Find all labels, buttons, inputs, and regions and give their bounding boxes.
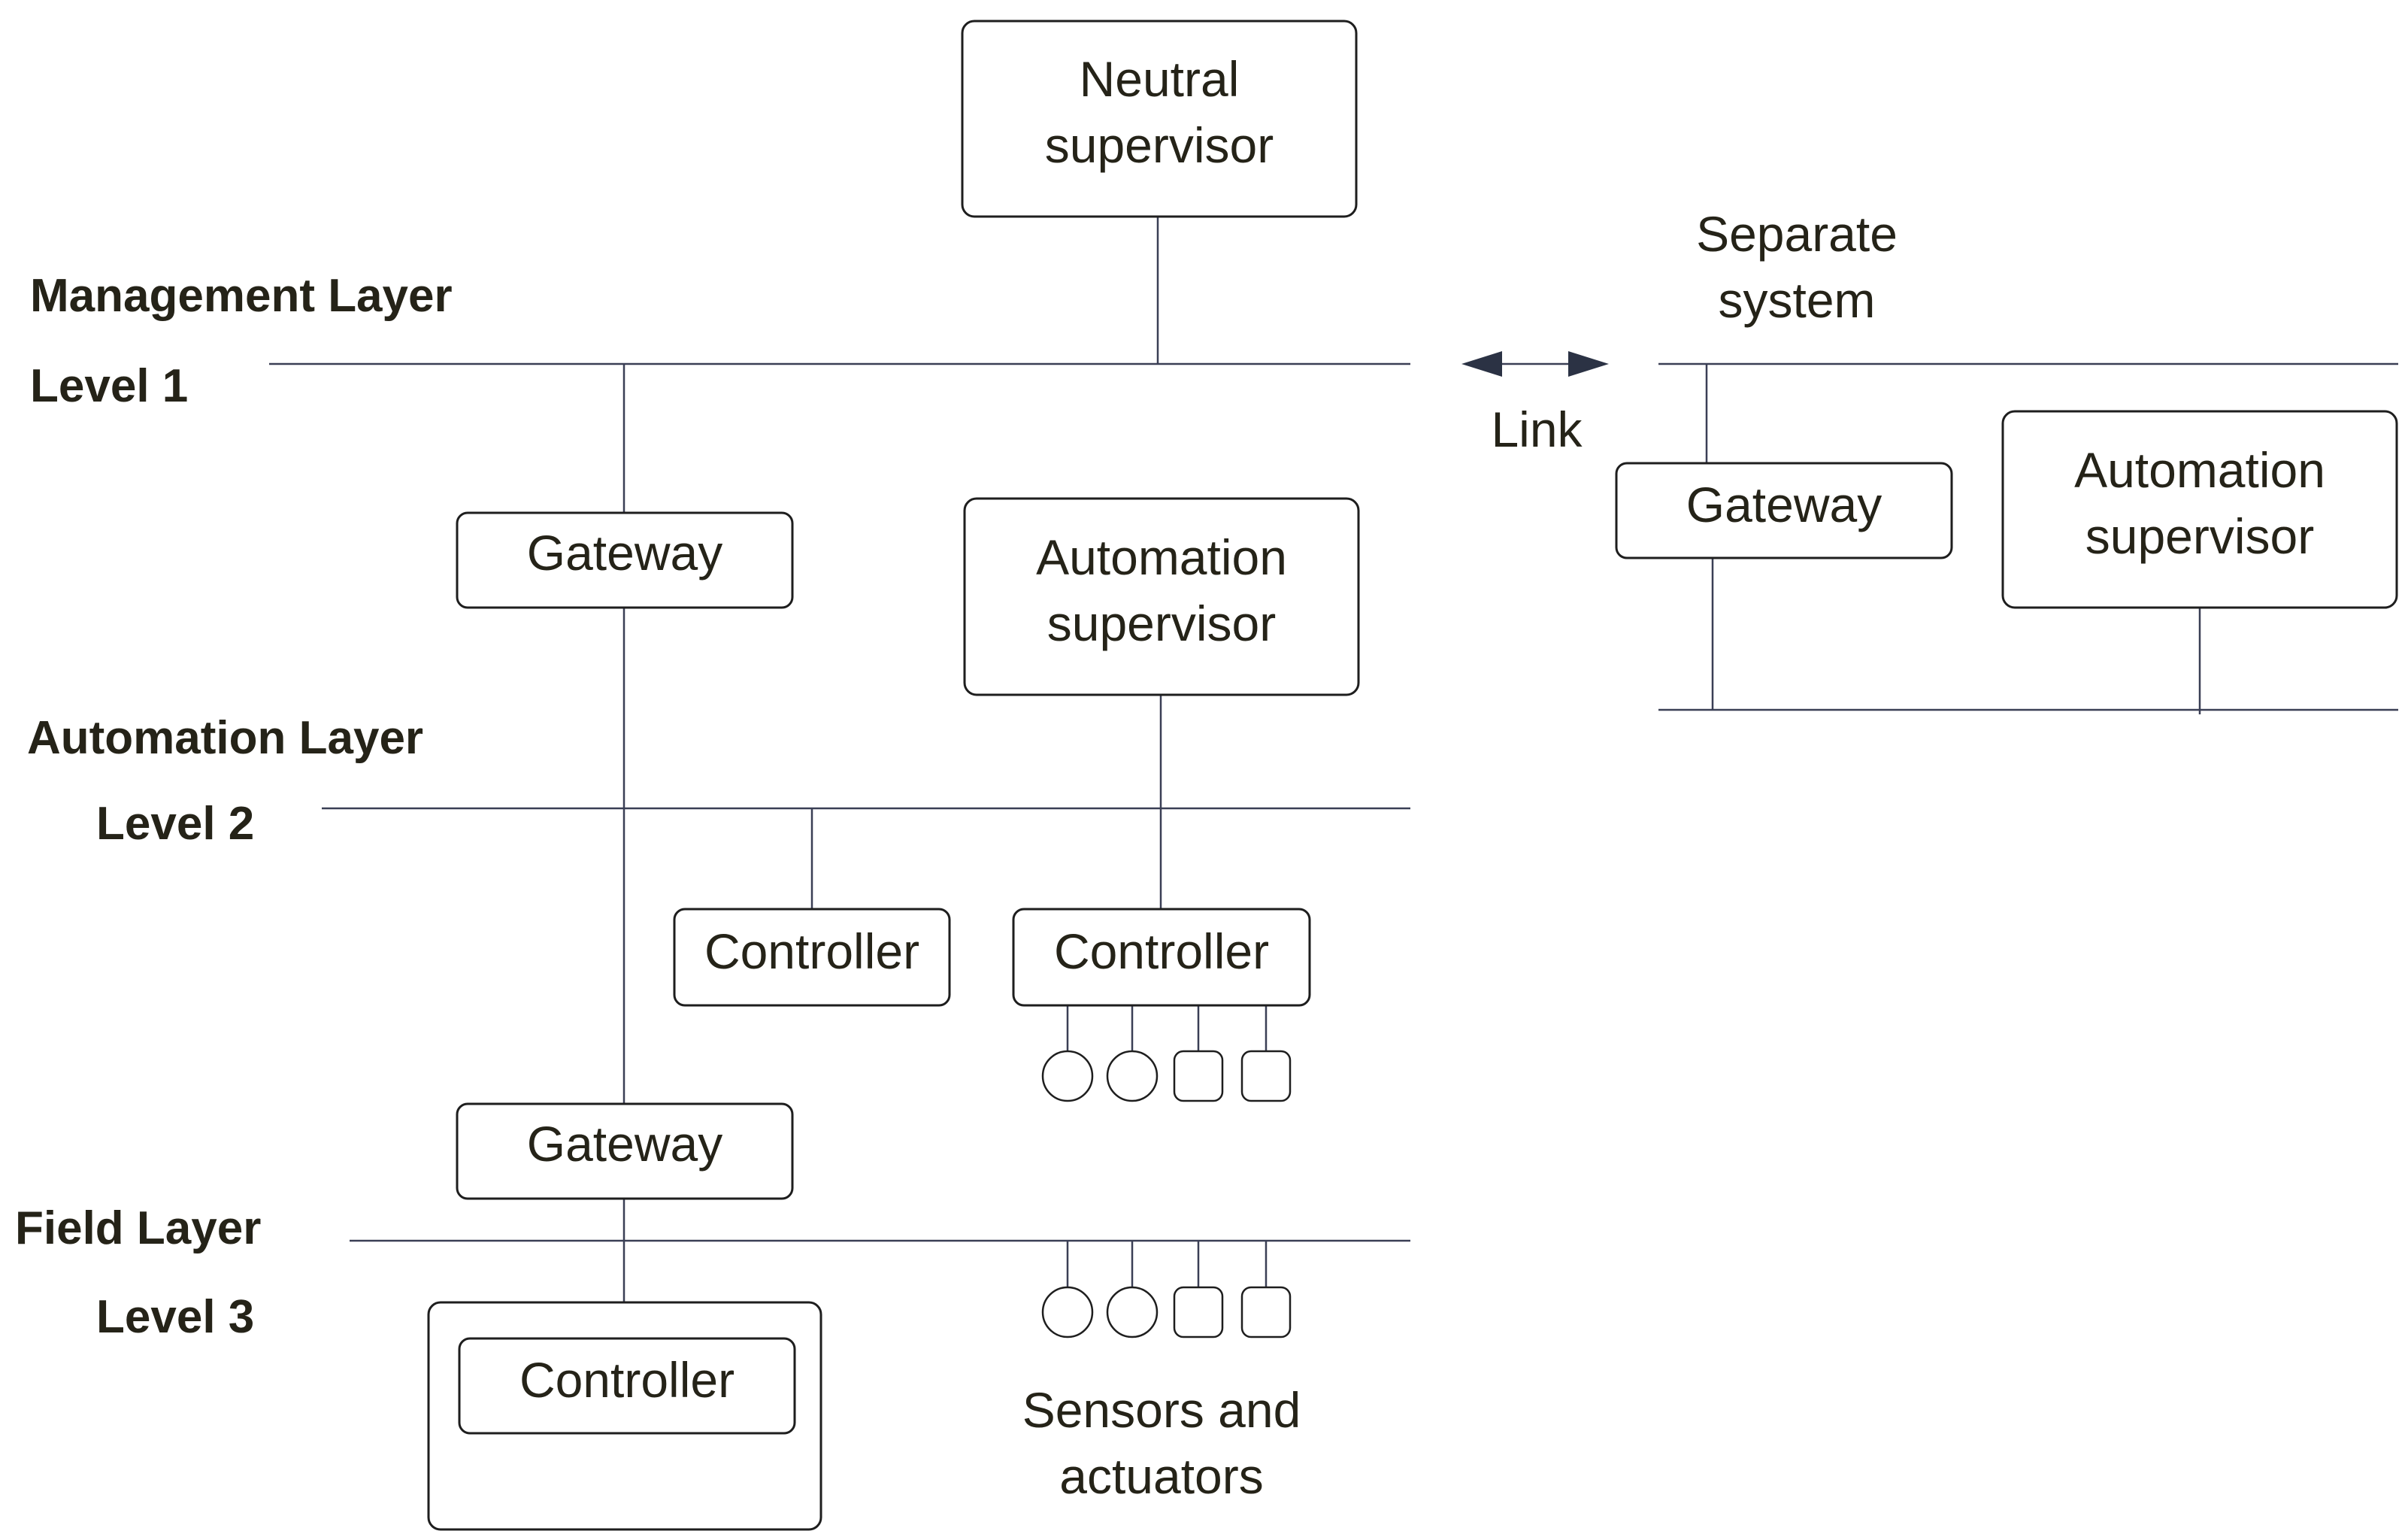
actuator-square bbox=[1240, 1286, 1292, 1338]
gateway-top-node: Gateway bbox=[456, 511, 794, 609]
neutral-supervisor-node: Neutral supervisor bbox=[961, 20, 1358, 218]
actuator-square bbox=[1173, 1286, 1224, 1338]
neutral-supervisor-label-line2: supervisor bbox=[1045, 117, 1274, 173]
sensor-circle bbox=[1106, 1050, 1159, 1102]
automation-supervisor-node: Automation supervisor bbox=[963, 497, 1360, 696]
field-controller-label: Controller bbox=[519, 1352, 735, 1408]
separate-automation-supervisor-node: Automation supervisor bbox=[2001, 410, 2398, 609]
field-controller-node: Controller bbox=[427, 1301, 822, 1531]
link-arrow bbox=[1461, 351, 1609, 377]
automation-supervisor-label-line2: supervisor bbox=[1047, 596, 1276, 651]
separate-supervisor-label-line1: Automation bbox=[2074, 442, 2325, 498]
actuator-square bbox=[1240, 1050, 1292, 1102]
sensor-circle bbox=[1041, 1050, 1094, 1102]
automation-supervisor-label-line1: Automation bbox=[1036, 529, 1287, 585]
level3-label: Level 3 bbox=[96, 1291, 254, 1343]
automation-layer-label: Automation Layer bbox=[27, 712, 423, 764]
separate-supervisor-label-line2: supervisor bbox=[2085, 508, 2314, 564]
level2-label: Level 2 bbox=[96, 798, 254, 850]
arrow-right-icon bbox=[1568, 351, 1609, 377]
sensor-circle bbox=[1106, 1286, 1159, 1338]
field-layer-label: Field Layer bbox=[15, 1202, 261, 1254]
gateway-bottom-label: Gateway bbox=[527, 1116, 722, 1172]
sensor-circle bbox=[1041, 1286, 1094, 1338]
controller-left-node: Controller bbox=[673, 908, 951, 1007]
gateway-bottom-node: Gateway bbox=[456, 1102, 794, 1200]
actuator-square bbox=[1173, 1050, 1224, 1102]
gateway-top-label: Gateway bbox=[527, 525, 722, 581]
management-layer-label: Management Layer bbox=[30, 270, 453, 322]
controller-right-node: Controller bbox=[1012, 908, 1311, 1007]
controller-left-label: Controller bbox=[704, 923, 919, 979]
separate-system-title-line2: system bbox=[1718, 272, 1875, 328]
sensors-actuators-label-line2: actuators bbox=[1059, 1448, 1263, 1504]
link-label: Link bbox=[1491, 402, 1583, 457]
arrow-left-icon bbox=[1461, 351, 1502, 377]
separate-gateway-label: Gateway bbox=[1686, 477, 1882, 532]
separate-gateway-node: Gateway bbox=[1615, 462, 1953, 559]
separate-system-title-line1: Separate bbox=[1696, 206, 1898, 262]
level1-label: Level 1 bbox=[30, 360, 188, 412]
sensors-actuators-label-line1: Sensors and bbox=[1022, 1382, 1301, 1438]
neutral-supervisor-label-line1: Neutral bbox=[1080, 51, 1240, 107]
controller-right-label: Controller bbox=[1054, 923, 1269, 979]
